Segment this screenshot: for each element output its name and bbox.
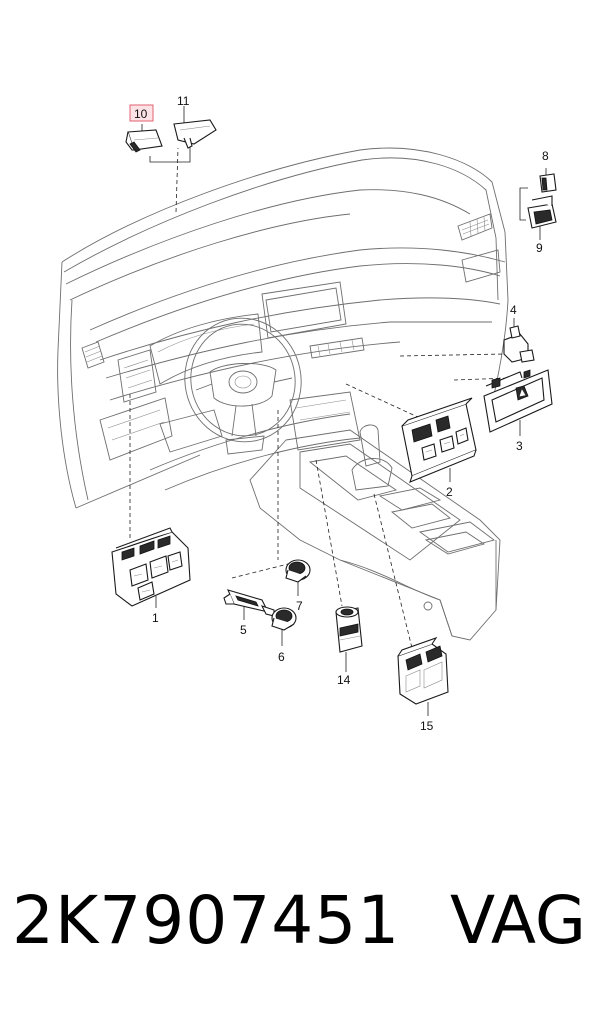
part-5-sensor [223, 589, 275, 617]
callout-5: 5 [240, 623, 247, 637]
part-number: 2K7907451 [12, 882, 401, 959]
callout-labels: 10 11 8 9 4 3 2 1 5 6 7 14 15 [129, 94, 549, 733]
part-11-cover-cap [173, 119, 217, 149]
part-9-switch [527, 195, 557, 229]
callout-7: 7 [296, 599, 303, 613]
part-10-cover-cap [125, 129, 163, 153]
callout-4: 4 [510, 303, 517, 317]
callout-2: 2 [446, 485, 453, 499]
callout-3: 3 [516, 439, 523, 453]
part-7-round-knob [285, 559, 311, 583]
brand-label: VAG [449, 882, 586, 959]
center-console [249, 424, 501, 641]
part-3-hazard-panel [483, 369, 553, 433]
part-6-round-cap [271, 607, 297, 631]
part-1-switch-module [111, 527, 191, 607]
dashboard-outline [57, 147, 509, 509]
part-15-module [397, 636, 449, 705]
part-8-plug [539, 173, 557, 193]
callout-14: 14 [337, 673, 351, 687]
callout-11: 11 [177, 94, 190, 108]
leader-lines [129, 147, 511, 649]
callout-8: 8 [542, 149, 549, 163]
callout-15: 15 [420, 719, 434, 733]
callout-1: 1 [152, 611, 159, 625]
callout-6: 6 [278, 650, 285, 664]
callout-10-highlight-box [129, 104, 154, 122]
part-2-switch-panel [401, 397, 477, 483]
part-4-sensor [503, 325, 535, 363]
callout-10: 10 [134, 107, 148, 121]
callout-ticks [141, 106, 547, 716]
part-14-usb-socket [335, 606, 363, 653]
steering-wheel [184, 317, 302, 455]
callout-9: 9 [536, 241, 543, 255]
